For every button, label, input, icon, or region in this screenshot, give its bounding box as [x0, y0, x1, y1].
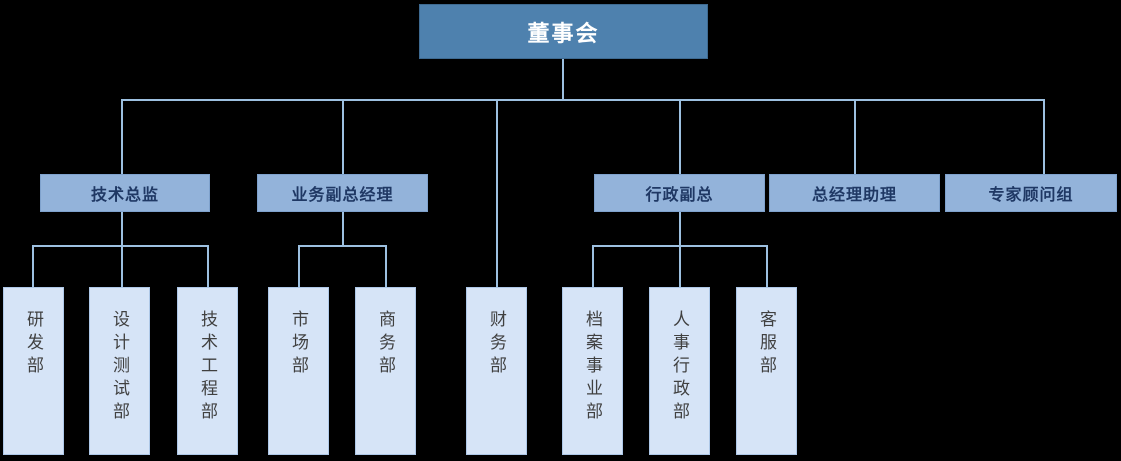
node-tech-director[interactable]: 技术总监 [40, 174, 210, 212]
node-board-of-directors[interactable]: 董事会 [419, 4, 708, 59]
node-commerce-dept-label: 商务部 [376, 310, 395, 379]
node-admin-vp[interactable]: 行政副总 [594, 174, 765, 212]
connector-drop-gm-assistant [854, 99, 856, 174]
connector-main-bus [121, 99, 1044, 101]
node-gm-assistant[interactable]: 总经理助理 [769, 174, 940, 212]
node-customer-service-dept-label: 客服部 [757, 310, 776, 379]
connector-drop-market-dept [298, 245, 300, 287]
connector-drop-commerce-dept [385, 245, 387, 287]
node-finance-dept-label: 财务部 [487, 310, 506, 379]
connector-drop-admin-vp [679, 99, 681, 174]
node-customer-service-dept[interactable]: 客服部 [736, 287, 797, 455]
connector-drop-tech-eng-dept [207, 245, 209, 287]
connector-bus-business-vp [298, 245, 387, 247]
node-business-vp[interactable]: 业务副总经理 [257, 174, 428, 212]
node-commerce-dept[interactable]: 商务部 [355, 287, 416, 455]
node-market-dept-label: 市场部 [289, 310, 308, 379]
node-tech-engineering-dept-label: 技术工程部 [198, 310, 217, 425]
connector-drop-rd-dept [32, 245, 34, 287]
node-hr-admin-dept[interactable]: 人事行政部 [649, 287, 710, 455]
connector-drop-finance-dept [496, 99, 498, 287]
node-hr-admin-dept-label: 人事行政部 [670, 310, 689, 425]
connector-drop-tech-director [121, 99, 123, 174]
node-market-dept[interactable]: 市场部 [268, 287, 329, 455]
connector-root-stem [562, 59, 564, 101]
node-archive-business-dept[interactable]: 档案事业部 [562, 287, 623, 455]
node-finance-dept[interactable]: 财务部 [466, 287, 527, 455]
connector-bus-tech-director [32, 245, 209, 247]
connector-drop-business-vp [342, 99, 344, 174]
connector-stem-admin-vp [679, 211, 681, 247]
connector-drop-archive-dept [592, 245, 594, 287]
connector-stem-business-vp [342, 211, 344, 247]
connector-stem-tech-director [121, 211, 123, 247]
node-rd-dept-label: 研发部 [24, 310, 43, 379]
connector-drop-design-test-dept [121, 245, 123, 287]
connector-drop-service-dept [766, 245, 768, 287]
node-design-test-dept-label: 设计测试部 [110, 310, 129, 425]
connector-drop-hr-admin-dept [679, 245, 681, 287]
node-rd-dept[interactable]: 研发部 [3, 287, 64, 455]
node-tech-engineering-dept[interactable]: 技术工程部 [177, 287, 238, 455]
node-archive-business-dept-label: 档案事业部 [583, 310, 602, 425]
connector-drop-expert-group [1043, 99, 1045, 174]
node-expert-advisory-group[interactable]: 专家顾问组 [945, 174, 1117, 212]
node-design-test-dept[interactable]: 设计测试部 [89, 287, 150, 455]
